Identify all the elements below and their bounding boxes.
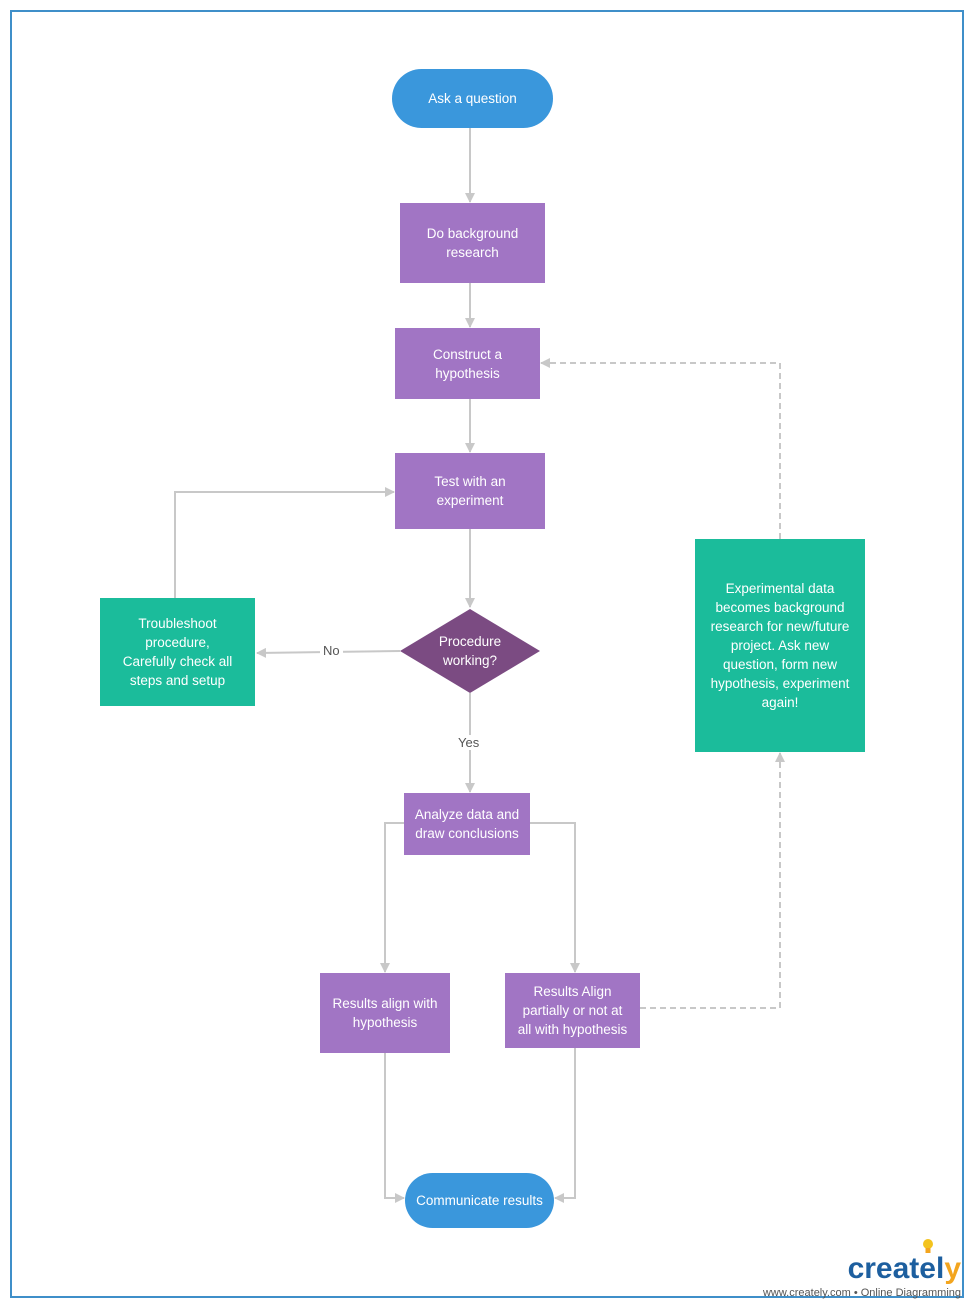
node-label: Troubleshoot procedure, Carefully check … xyxy=(122,616,233,688)
node-label: Experimental data becomes background res… xyxy=(710,581,850,710)
node-troubleshoot[interactable]: Troubleshoot procedure, Carefully check … xyxy=(100,598,255,706)
node-label: Results align with hypothesis xyxy=(332,996,438,1030)
node-results-align[interactable]: Results align with hypothesis xyxy=(320,973,450,1053)
decision-diamond xyxy=(400,609,540,693)
node-test-experiment[interactable]: Test with an experiment xyxy=(395,453,545,529)
edge-analyze-align xyxy=(380,822,404,973)
node-communicate-results[interactable]: Communicate results xyxy=(405,1173,554,1228)
edge-label-yes: Yes xyxy=(455,735,483,750)
edge-partial-communicate xyxy=(554,1048,576,1203)
logo-text: createl xyxy=(847,1252,945,1285)
node-label: Analyze data and draw conclusions xyxy=(414,807,520,841)
creately-footer[interactable]: www.creately.com • Online Diagramming xyxy=(762,1287,961,1299)
creately-logo[interactable]: creately xyxy=(848,1252,961,1286)
logo-y: y xyxy=(944,1252,961,1285)
node-construct-hypothesis[interactable]: Construct a hypothesis xyxy=(395,328,540,399)
node-procedure-working[interactable]: Procedure working? xyxy=(400,609,540,693)
node-background-research[interactable]: Do background research xyxy=(400,203,545,283)
edge-experimental-hypothesis xyxy=(540,358,781,539)
node-results-partial[interactable]: Results Align partially or not at all wi… xyxy=(505,973,640,1048)
edge-label-no: No xyxy=(320,643,343,658)
node-ask-question[interactable]: Ask a question xyxy=(392,69,553,128)
node-label: Construct a hypothesis xyxy=(432,346,503,381)
node-label: Do background research xyxy=(426,226,519,260)
node-analyze-data[interactable]: Analyze data and draw conclusions xyxy=(404,793,530,855)
node-label: Communicate results xyxy=(416,1193,543,1208)
edge-align-communicate xyxy=(384,1053,405,1203)
node-label: Results Align partially or not at all wi… xyxy=(517,984,628,1037)
diagram-frame xyxy=(10,10,964,1298)
node-label: Test with an experiment xyxy=(434,474,506,508)
node-label: Ask a question xyxy=(428,91,517,106)
edge-troubleshoot-test xyxy=(174,487,395,598)
lightbulb-icon xyxy=(923,1239,933,1253)
edge-analyze-partial xyxy=(529,822,580,973)
node-label: Procedure working? xyxy=(438,634,502,668)
edge-partial-experimental xyxy=(640,752,785,1009)
node-experimental-data[interactable]: Experimental data becomes background res… xyxy=(695,539,865,752)
